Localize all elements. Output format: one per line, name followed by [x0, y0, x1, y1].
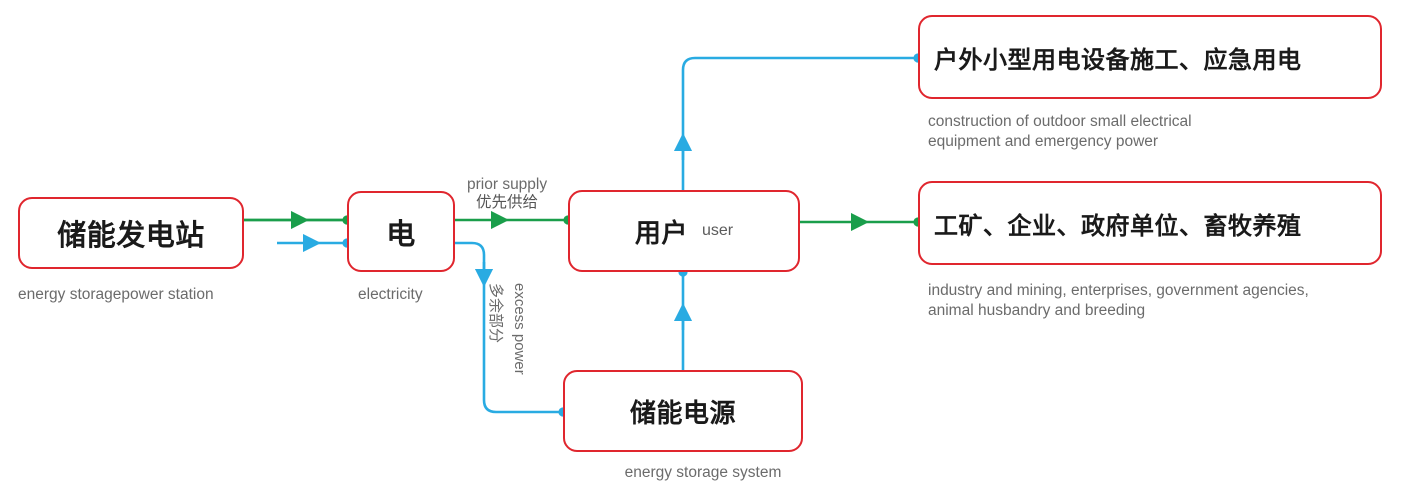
caption-power-station: energy storagepower station	[18, 286, 214, 303]
node-user-label: 用户	[634, 217, 688, 248]
edge-label-excess-power-en: excess power	[511, 283, 528, 375]
node-user-en-label: user	[701, 222, 734, 239]
edge-label-excess-power-en-text: excess power	[511, 283, 528, 375]
edge-label-excess-power-cn: 多余部分	[486, 283, 507, 343]
node-electricity-label: 电	[386, 218, 416, 251]
edge-user-to-industry-green	[800, 212, 923, 232]
edge-label-prior-supply-en: prior supply	[467, 176, 548, 193]
node-outdoor-use[interactable]: 户外小型用电设备施工、应急用电	[918, 15, 1382, 99]
node-power-station[interactable]: 储能发电站	[18, 197, 244, 269]
node-power-station-label: 储能发电站	[57, 220, 205, 252]
node-outdoor-use-label: 户外小型用电设备施工、应急用电	[934, 46, 1302, 74]
edge-station-to-electricity-green	[243, 210, 352, 230]
node-industry-use[interactable]: 工矿、企业、政府单位、畜牧养殖	[918, 181, 1382, 265]
edge-label-prior-supply-cn: 优先供给	[476, 194, 539, 212]
node-electricity[interactable]: 电	[347, 191, 455, 272]
edge-storage-to-user-blue	[673, 267, 693, 370]
edge-label-excess-power-cn-text: 多余部分	[487, 283, 504, 344]
node-storage-system-label: 储能电源	[629, 397, 736, 428]
caption-storage-system: energy storage system	[624, 464, 782, 481]
edge-user-to-outdoor-blue	[673, 53, 923, 190]
node-user[interactable]: 用户 user	[568, 190, 800, 272]
node-industry-use-label: 工矿、企业、政府单位、畜牧养殖	[934, 212, 1302, 240]
edge-electricity-to-user-green	[455, 210, 573, 230]
edge-label-prior-supply: prior supply 优先供给	[467, 176, 547, 213]
edge-station-to-electricity-blue	[277, 233, 352, 253]
caption-industry-use: industry and mining, enterprises, govern…	[928, 282, 1309, 320]
node-storage-system[interactable]: 储能电源	[563, 370, 803, 452]
caption-electricity: electricity	[358, 286, 423, 303]
caption-outdoor-use: construction of outdoor small electrical…	[928, 113, 1192, 151]
